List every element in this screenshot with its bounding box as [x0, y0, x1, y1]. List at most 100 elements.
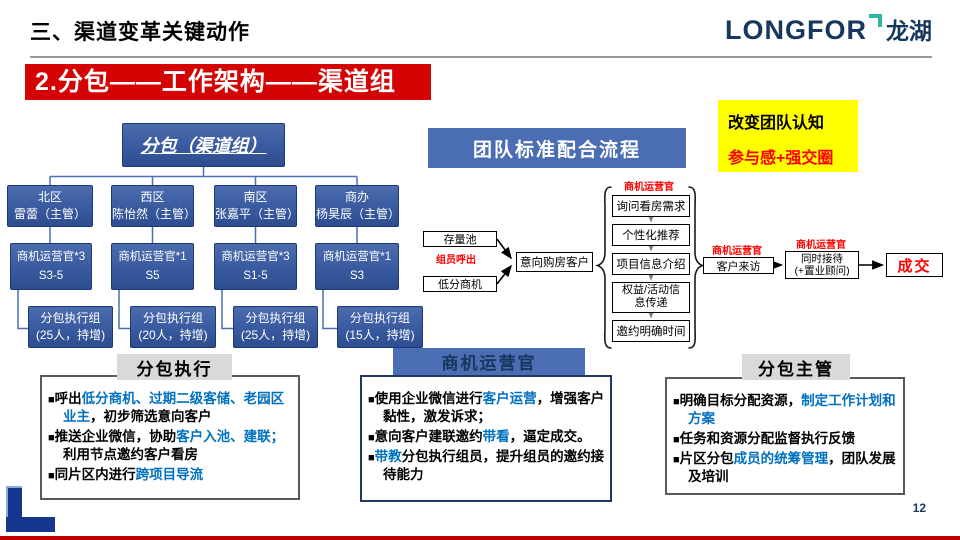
org-officer-box: 商机运营官*3 S3-5: [10, 243, 92, 290]
bullet-text: ，初步筛选意向客户: [90, 409, 212, 425]
org-team-box: 分包执行组 (25人，持增): [28, 306, 113, 348]
flow-visit-officer-label: 商机运营官: [712, 246, 762, 257]
team-size: (25人，持增): [35, 328, 106, 342]
org-team-box: 分包执行组 (25人，持增): [233, 306, 318, 348]
bullet-text: 使用企业微信进行: [374, 391, 483, 406]
region-name: 北区: [37, 190, 62, 204]
section-supervisor-bullets: ■明确目标分配资源，制定工作计划和方案 ■任务和资源分配监督执行反馈 ■片区分包…: [673, 392, 899, 488]
step-line1: 权益/活动信: [621, 284, 681, 297]
bullet-text: 任务和资源分配监督执行反馈: [679, 431, 856, 447]
reception-line2: (+置业顾问): [794, 265, 850, 277]
section-banner: 2.分包——工作架构——渠道组: [25, 64, 431, 100]
bullet-item: ■推送企业微信，协助客户入池、建联；利用节点邀约客户看房: [48, 428, 296, 464]
flow-step-box: 个性化推荐: [612, 224, 690, 246]
bullet-marker: ■: [368, 394, 375, 406]
flow-source-lowscore-box: 低分商机: [423, 276, 497, 292]
team-name: 分包执行组: [142, 311, 203, 325]
page-number: 12: [912, 501, 926, 515]
bullet-item: ■带教分包执行组员，提升组员的邀约接待能力: [368, 448, 606, 484]
team-name: 分包执行组: [349, 311, 410, 325]
org-root-box: 分包（渠道组）: [122, 123, 285, 167]
section-officer-title: 商机运营官: [393, 348, 585, 375]
officer-title: 商机运营官*1: [322, 250, 392, 263]
bullet-highlight: 低分商机、过期二级客储、老园区业主: [63, 391, 285, 425]
bullet-highlight: 带看: [482, 429, 510, 445]
bullet-text: 明确目标分配资源，: [679, 393, 802, 408]
bullet-marker: ■: [673, 454, 680, 467]
header-divider: [30, 56, 932, 58]
org-region-box: 北区 雷蕾（主管）: [7, 185, 93, 227]
flow-visit-box: 客户来访: [703, 257, 774, 274]
bullet-marker: ■: [673, 434, 680, 447]
bullet-highlight: 制定工作计划和方案: [688, 393, 896, 427]
bullet-item: ■同片区内进行跨项目导流: [48, 466, 296, 484]
officer-title: 商机运营官*1: [118, 250, 187, 263]
flow-deal-box: 成交: [886, 253, 943, 277]
flow-step-box: 询问看房需求: [612, 195, 690, 217]
bullet-item: ■片区分包成员的统筹管理，团队发展及培训: [673, 450, 899, 486]
bullet-item: ■呼出低分商机、过期二级客储、老园区业主，初步筛选意向客户: [48, 390, 296, 426]
corner-l-mark-icon: [6, 517, 55, 532]
logo-corner-icon: [869, 14, 882, 27]
flow-step-box: 项目信息介绍: [612, 253, 690, 275]
bullet-highlight: 带教: [374, 449, 402, 465]
bullet-text: 同片区内进行: [54, 467, 136, 483]
flow-step-box: 邀约明确时间: [612, 320, 690, 342]
org-officer-box: 商机运营官*3 S1-5: [214, 243, 297, 290]
bullet-text: ，团队发展及培训: [688, 451, 896, 485]
flow-intent-box: 意向购房客户: [516, 252, 593, 272]
flow-source-pool-box: 存量池: [423, 231, 497, 247]
officer-grade: S5: [145, 269, 160, 282]
region-name: 西区: [140, 190, 165, 204]
bullet-text: 片区分包: [679, 451, 734, 467]
region-manager: 陈怡然（主管）: [112, 207, 197, 221]
bottom-red-strip: [0, 536, 960, 540]
team-size: (25人，持增): [240, 328, 311, 342]
reception-line1: 同时接待: [801, 252, 843, 265]
bullet-highlight: 客户运营: [482, 391, 537, 406]
org-region-box: 南区 张嘉平（主管）: [214, 185, 299, 227]
bullet-text: 推送企业微信，协助: [54, 429, 177, 445]
section-execution-bullets: ■呼出低分商机、过期二级客储、老园区业主，初步筛选意向客户 ■推送企业微信，协助…: [48, 390, 296, 486]
officer-grade: S3: [349, 269, 365, 282]
bullet-item: ■任务和资源分配监督执行反馈: [673, 430, 899, 448]
flow-reception-officer-label: 商机运营官: [796, 240, 846, 251]
bullet-text: 呼出: [54, 391, 82, 406]
officer-grade: S3-5: [38, 269, 64, 282]
section-officer-box: [360, 375, 612, 502]
bullet-marker: ■: [48, 432, 55, 445]
bullet-text: 分包执行组员，提升组员的邀约接待能力: [383, 449, 605, 483]
section-officer-bullets: ■使用企业微信进行客户运营，增强客户黏性，激发诉求； ■意向客户建联邀约带看，逼…: [368, 390, 606, 486]
logo-text-cn: 龙湖: [886, 18, 932, 44]
team-size: (20人，持增): [138, 328, 208, 342]
logo-text-en: LONGFOR: [725, 15, 867, 45]
flow-title-banner: 团队标准配合流程: [428, 128, 686, 168]
bullet-text: 意向客户建联邀约: [374, 429, 483, 445]
team-name: 分包执行组: [40, 311, 101, 325]
org-region-box: 西区 陈怡然（主管）: [111, 185, 197, 227]
flow-reception-box: 同时接待 (+置业顾问): [785, 251, 859, 279]
org-officer-box: 商机运营官*1 S3: [315, 243, 399, 290]
bullet-marker: ■: [48, 470, 55, 483]
flow-step-box: 权益/活动信 息传递: [612, 282, 690, 313]
bullet-item: ■意向客户建联邀约带看，逼定成交。: [368, 428, 606, 446]
org-team-box: 分包执行组 (15人，持增): [337, 306, 423, 348]
bullet-highlight: 成员的统筹管理: [733, 451, 829, 467]
team-size: (15人，持增): [345, 328, 415, 342]
page-title: 三、渠道变革关键动作: [30, 21, 250, 44]
section-supervisor-title: 分包主管: [742, 354, 850, 380]
flow-caller-label: 组员呼出: [436, 255, 476, 266]
region-manager: 雷蕾（主管）: [13, 207, 86, 221]
bullet-text: ，增强客户黏性，激发诉求；: [383, 391, 605, 425]
bullet-marker: ■: [368, 452, 375, 465]
org-officer-box: 商机运营官*1 S5: [111, 243, 194, 290]
bullet-item: ■使用企业微信进行客户运营，增强客户黏性，激发诉求；: [368, 390, 606, 426]
longfor-logo: LONGFOR 龙湖: [725, 13, 932, 49]
bullet-text: 利用节点邀约客户看房: [63, 447, 198, 463]
bullet-highlight: 跨项目导流: [135, 467, 204, 483]
bullet-marker: ■: [673, 396, 680, 408]
org-region-box: 商办 杨昊辰（主管）: [315, 185, 400, 227]
org-root-label: 分包（渠道组）: [140, 136, 267, 156]
bullet-marker: ■: [48, 394, 55, 406]
